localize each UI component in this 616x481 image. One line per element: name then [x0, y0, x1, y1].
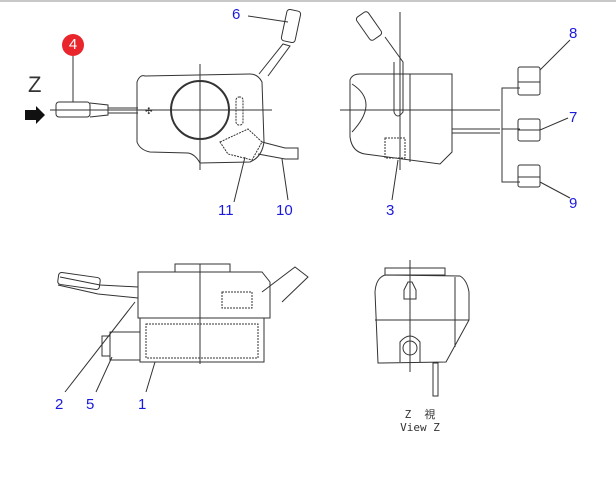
svg-text:✣: ✣ [145, 106, 153, 116]
callout-7[interactable]: 7 [569, 109, 578, 126]
view-z-caption: Z 視 View Z [385, 408, 455, 434]
front-view [57, 263, 309, 393]
view-arrow-label: Z [28, 72, 42, 97]
callout-1[interactable]: 1 [138, 396, 147, 413]
callout-9[interactable]: 9 [569, 195, 578, 212]
callout-6[interactable]: 6 [232, 6, 241, 23]
view-z [374, 260, 470, 397]
callout-5[interactable]: 5 [86, 396, 95, 413]
callout-11[interactable]: 11 [218, 202, 234, 219]
view-z-caption-en: View Z [400, 421, 440, 434]
side-view [340, 11, 571, 201]
callout-2[interactable]: 2 [55, 396, 64, 413]
view-arrow-icon [25, 106, 45, 124]
callout-3[interactable]: 3 [386, 202, 395, 219]
top-view: ✣ [25, 8, 302, 203]
callout-10[interactable]: 10 [276, 202, 293, 219]
view-z-caption-cn: Z 視 [404, 408, 436, 421]
callout-4-highlighted[interactable]: 4 [62, 34, 84, 56]
callout-8[interactable]: 8 [569, 25, 578, 42]
